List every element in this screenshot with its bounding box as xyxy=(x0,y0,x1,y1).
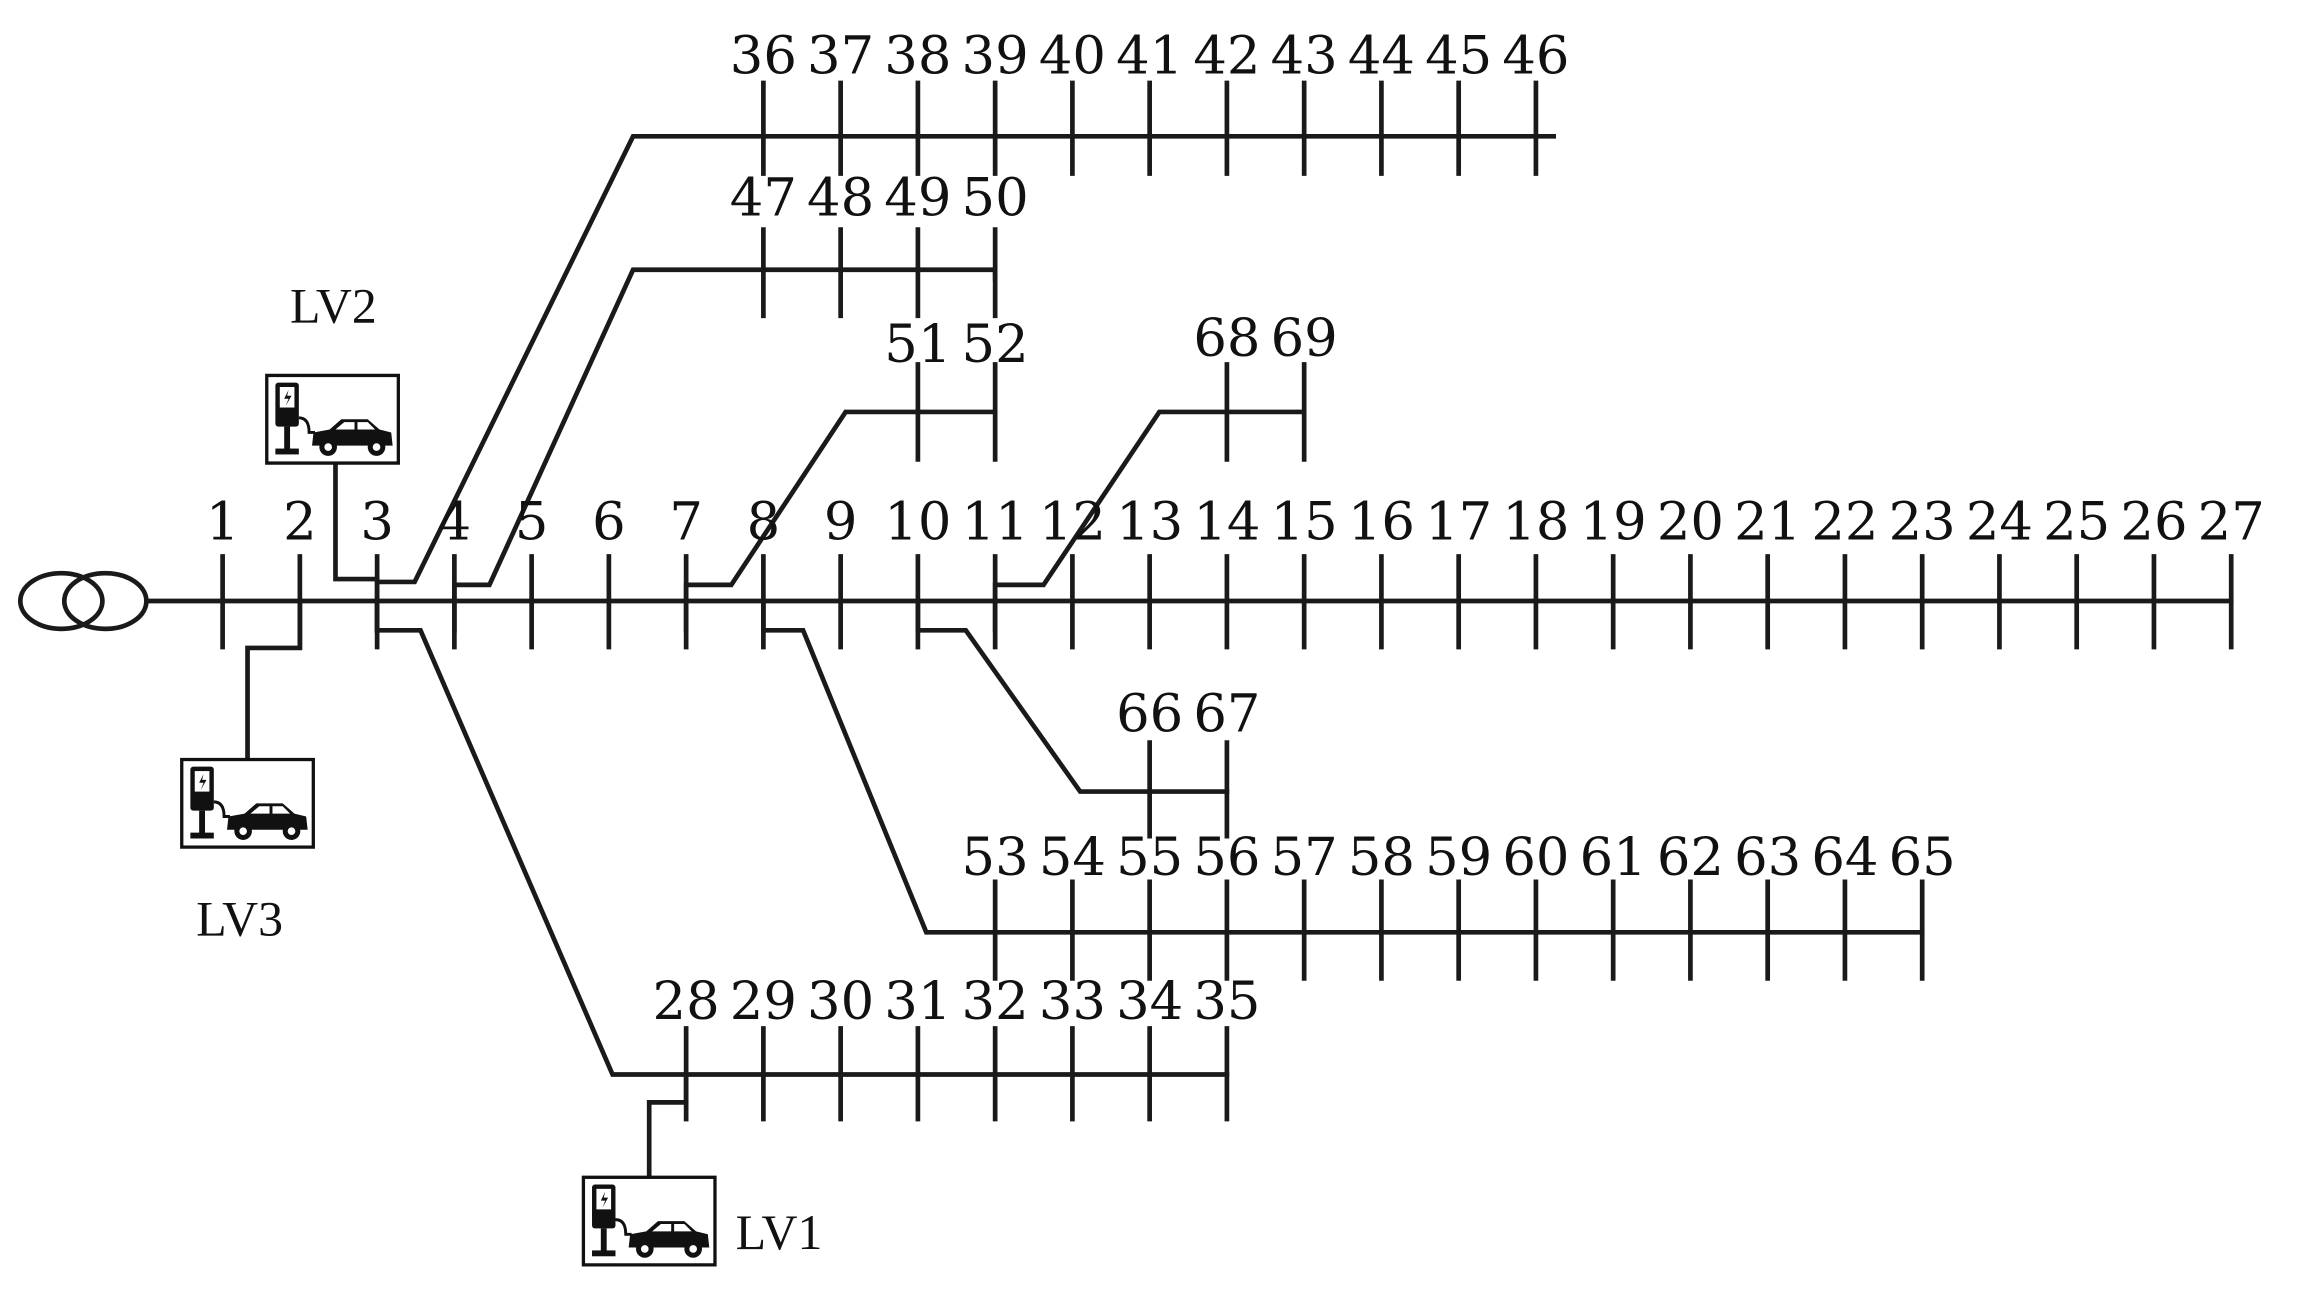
bus-label: 68 xyxy=(1193,308,1260,369)
bus-label: 17 xyxy=(1425,491,1492,552)
bus-label: 39 xyxy=(962,25,1029,86)
bus-label: 27 xyxy=(2198,491,2265,552)
bus-label: 47 xyxy=(730,167,797,228)
bus-label: 15 xyxy=(1271,491,1338,552)
bus-label: 43 xyxy=(1271,25,1338,86)
bus-label: 37 xyxy=(807,25,874,86)
bus-label: 57 xyxy=(1271,827,1338,888)
ev-charger-icon xyxy=(581,1175,717,1267)
ev-charger-lv2: LV2 xyxy=(265,278,400,465)
bus-label: 45 xyxy=(1425,25,1492,86)
network-lines xyxy=(146,133,2234,1179)
bus-label: 38 xyxy=(884,25,951,86)
bus-label: 65 xyxy=(1889,827,1956,888)
bus-label: 5 xyxy=(515,491,549,552)
bus-label: 61 xyxy=(1580,827,1647,888)
bus-label: 34 xyxy=(1116,971,1183,1032)
bus-label: 7 xyxy=(669,491,703,552)
bus-label: 53 xyxy=(962,827,1029,888)
bus-label: 12 xyxy=(1039,491,1106,552)
bus-label: 58 xyxy=(1348,827,1415,888)
ev-charger-icon xyxy=(265,373,400,465)
bus-label: 20 xyxy=(1657,491,1724,552)
bus-label: 41 xyxy=(1116,25,1183,86)
ev-charger-icon xyxy=(180,757,315,849)
bus-label: 52 xyxy=(962,314,1029,375)
bus-label: 50 xyxy=(962,167,1029,228)
bus-label: 69 xyxy=(1271,308,1338,369)
bus-label: 55 xyxy=(1116,827,1183,888)
ev-charger-label: LV2 xyxy=(290,278,377,333)
bus-label: 42 xyxy=(1193,25,1260,86)
bus-label: 62 xyxy=(1657,827,1724,888)
bus-label: 6 xyxy=(592,491,626,552)
bus-label: 59 xyxy=(1425,827,1492,888)
bus-label: 21 xyxy=(1734,491,1801,552)
bus-label: 31 xyxy=(884,971,951,1032)
bus-label: 1 xyxy=(206,491,240,552)
bus-label: 36 xyxy=(730,25,797,86)
bus-label: 60 xyxy=(1502,827,1569,888)
bus-label: 54 xyxy=(1039,827,1106,888)
bus-label: 26 xyxy=(2120,491,2187,552)
bus-label: 14 xyxy=(1193,491,1260,552)
bus-label: 2 xyxy=(283,491,317,552)
bus-label: 56 xyxy=(1193,827,1260,888)
bus-label: 66 xyxy=(1116,683,1183,744)
bus-label: 13 xyxy=(1116,491,1183,552)
bus-label: 24 xyxy=(1966,491,2033,552)
bus-label: 67 xyxy=(1193,683,1260,744)
bus-label: 44 xyxy=(1348,25,1415,86)
bus-label: 28 xyxy=(653,971,720,1032)
bus-label: 23 xyxy=(1889,491,1956,552)
bus-label: 9 xyxy=(824,491,858,552)
bus-label: 30 xyxy=(807,971,874,1032)
bus-ticks xyxy=(220,80,2234,1122)
bus-label: 49 xyxy=(884,167,951,228)
bus-label: 33 xyxy=(1039,971,1106,1032)
bus-label: 4 xyxy=(438,491,472,552)
bus-label: 11 xyxy=(962,491,1029,552)
ev-connection-lv3 xyxy=(245,598,303,761)
bus-label: 29 xyxy=(730,971,797,1032)
ev-charger-label: LV3 xyxy=(196,891,283,946)
bus-label: 22 xyxy=(1811,491,1878,552)
bus-label: 48 xyxy=(807,167,874,228)
bus-label: 19 xyxy=(1580,491,1647,552)
bus-label: 8 xyxy=(747,491,781,552)
bus-label: 10 xyxy=(884,491,951,552)
bus-label: 25 xyxy=(2043,491,2110,552)
ev-connection-lv2 xyxy=(333,462,380,582)
bus-label: 51 xyxy=(884,314,951,375)
bus-label: 46 xyxy=(1502,25,1569,86)
bus-label: 35 xyxy=(1193,971,1260,1032)
bus-label: 63 xyxy=(1734,827,1801,888)
bus-label: 18 xyxy=(1502,491,1569,552)
ev-charger-lv3: LV3 xyxy=(180,757,315,946)
transformer-icon xyxy=(17,570,149,632)
ev-connection-lv1 xyxy=(646,1072,689,1179)
bus-label: 32 xyxy=(962,971,1029,1032)
bus-label: 40 xyxy=(1039,25,1106,86)
bus-label: 16 xyxy=(1348,491,1415,552)
bus-label: 64 xyxy=(1811,827,1878,888)
ev-charger-lv1: LV1 xyxy=(581,1175,823,1267)
bus-label: 3 xyxy=(360,491,394,552)
ev-charger-label: LV1 xyxy=(736,1205,823,1260)
